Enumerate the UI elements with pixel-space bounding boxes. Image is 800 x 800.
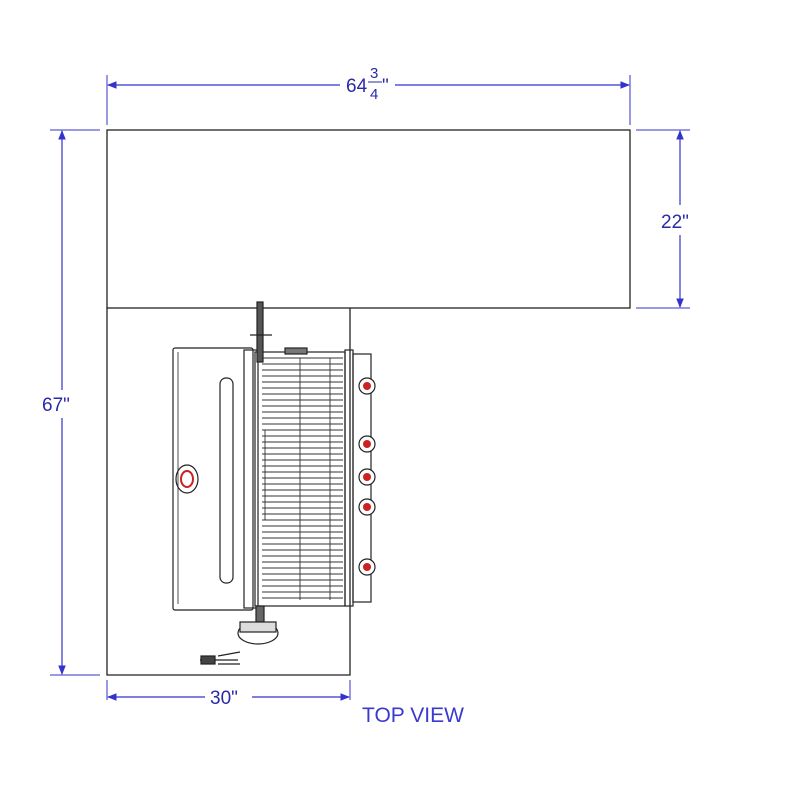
counter-outline xyxy=(106,129,631,676)
dim-label-length: 67" xyxy=(42,395,70,416)
dim-label-leg-width: 30" xyxy=(210,688,238,709)
control-knobs xyxy=(358,377,376,576)
temperature-gauge-icon xyxy=(175,464,199,494)
cooking-grates xyxy=(262,357,343,600)
hood-hinge-rail xyxy=(243,349,259,609)
rotisserie-rod xyxy=(256,301,264,363)
knob-indicator xyxy=(363,503,371,511)
hood-handle xyxy=(219,377,234,584)
counter-top-section xyxy=(106,129,631,309)
knob-indicator xyxy=(363,440,371,448)
extension-lines xyxy=(50,75,690,700)
dim-label-overall-width-unit: " xyxy=(382,76,389,97)
dimension-lines xyxy=(58,81,684,701)
gas-hose-fitting xyxy=(200,655,216,665)
control-panel xyxy=(344,349,354,607)
dim-label-top-depth: 22" xyxy=(661,212,689,233)
knob-indicator xyxy=(363,382,371,390)
counter-leg-section xyxy=(106,308,351,676)
grill-unit xyxy=(172,301,372,665)
grill-hood xyxy=(172,347,254,611)
dim-label-overall-width-den: 4 xyxy=(370,86,378,103)
view-caption: TOP VIEW xyxy=(362,704,464,727)
dim-label-overall-width-num: 3 xyxy=(370,65,378,82)
knob-indicator xyxy=(363,563,371,571)
dim-label-overall-width-whole: 64 xyxy=(346,76,368,97)
knob-indicator xyxy=(363,473,371,481)
